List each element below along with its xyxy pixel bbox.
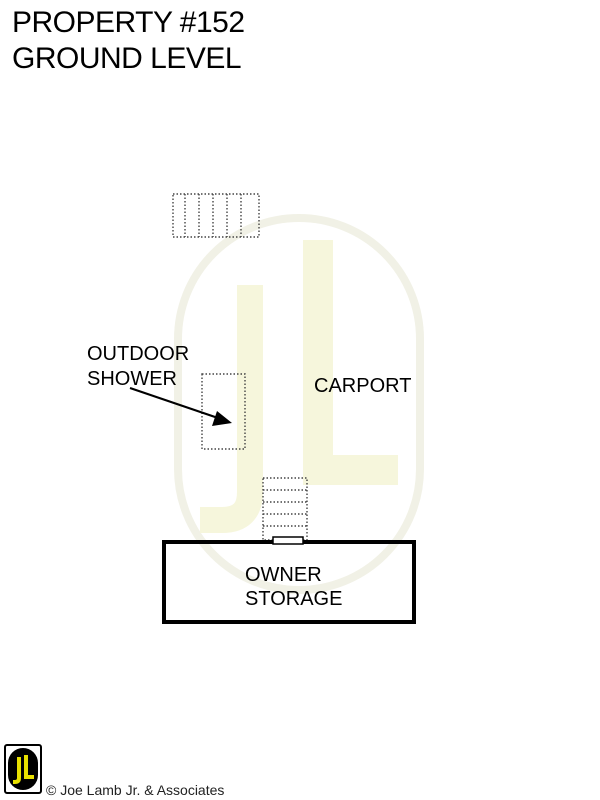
exterior-stair-bottom <box>262 477 308 541</box>
footer: © Joe Lamb Jr. & Associates <box>4 744 304 798</box>
outdoor-shower-enclosure <box>201 373 246 450</box>
exterior-stair-top <box>172 193 260 238</box>
jl-watermark <box>174 214 424 594</box>
storage-door <box>272 536 304 545</box>
outdoor-shower-label-line2: SHOWER <box>87 368 177 390</box>
owner-storage-label-line1: OWNER <box>245 564 322 586</box>
jl-logo <box>4 744 42 794</box>
copyright-text: © Joe Lamb Jr. & Associates <box>46 782 225 798</box>
outdoor-shower-label-line1: OUTDOOR <box>87 343 189 365</box>
carport-label: CARPORT <box>314 375 411 397</box>
page-subtitle: GROUND LEVEL <box>12 42 242 75</box>
shower-pointer-arrow <box>129 386 232 426</box>
owner-storage-label-line2: STORAGE <box>245 588 342 610</box>
page-title: PROPERTY #152 <box>12 6 245 39</box>
